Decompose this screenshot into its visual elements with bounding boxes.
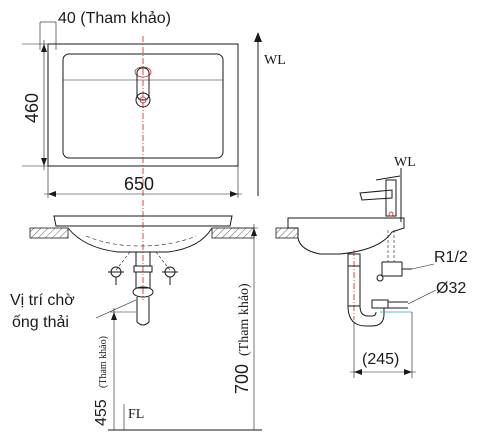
floor-label: FL [128, 407, 144, 422]
countertop-right [211, 227, 255, 239]
total-height-dimension: 700 [232, 364, 252, 394]
wall-label-top: WL [264, 53, 286, 68]
drain-height-dimension: 455 [93, 399, 110, 426]
drain-label-line1: Vị trí chờ [10, 292, 75, 309]
faucet-top [134, 66, 152, 108]
sink-profile-side [287, 217, 405, 255]
wall-label-side: WL [394, 155, 416, 170]
width-dimension: 650 [124, 174, 154, 194]
supply-thread-label: R1/2 [434, 249, 468, 266]
side-view: WL R1/2 [275, 155, 468, 378]
front-view: Vị trí chờ ống thải (Tham khảo) 455 700 … [10, 200, 262, 431]
p-trap-side [347, 265, 412, 327]
drain-label-line2: ống thải [12, 314, 69, 331]
angle-valves [108, 251, 178, 285]
trap-offset-dimension: (245) [362, 351, 399, 368]
countertop-side [275, 227, 299, 239]
overflow-note: 40 (Tham khảo) [58, 10, 171, 27]
drain-diameter-label: Ø32 [436, 280, 466, 297]
drain-height-ref: (Tham khảo) [98, 336, 109, 388]
total-height-ref: (Tham khảo) [237, 283, 252, 356]
trap-front [132, 271, 154, 326]
countertop-left [29, 227, 69, 239]
angle-valve-side [376, 261, 412, 282]
basin-front [67, 227, 213, 253]
faucet-side [359, 175, 401, 217]
top-view: 40 (Tham khảo) 460 650 WL [22, 10, 286, 198]
depth-dimension: 460 [22, 93, 42, 123]
